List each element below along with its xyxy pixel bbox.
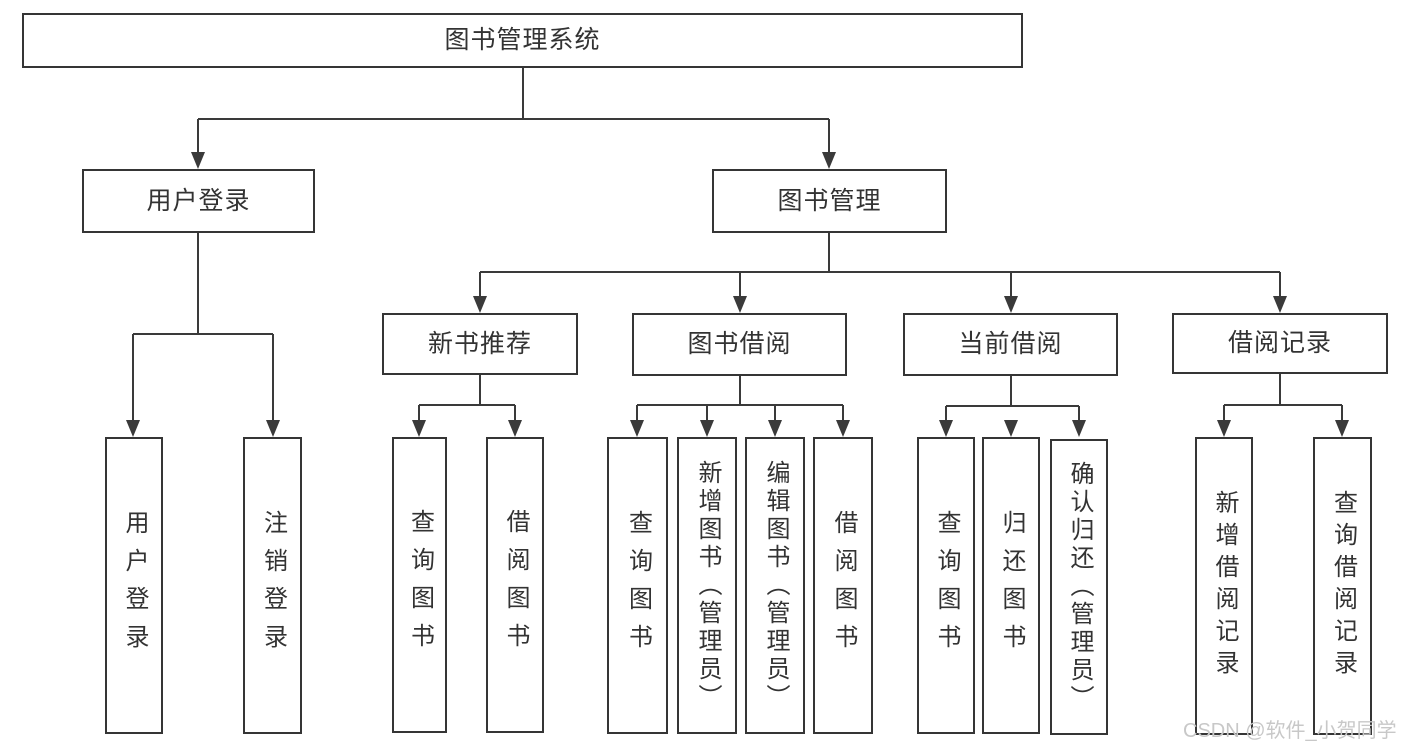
- leaf-user-login: 用户登录: [105, 437, 163, 734]
- leaf-nb-query-books: 查询图书: [392, 437, 447, 733]
- node-current-borrow: 当前借阅: [903, 313, 1118, 376]
- leaf-cb-confirm-return-admin: 确认归还（管理员）: [1050, 439, 1108, 735]
- leaf-cb-return-books: 归还图书: [982, 437, 1040, 734]
- node-borrow-records: 借阅记录: [1172, 313, 1388, 374]
- watermark-text: CSDN @软件_小贺同学: [1183, 720, 1397, 742]
- leaf-cb-query-books: 查询图书: [917, 437, 975, 734]
- node-book-management: 图书管理: [712, 169, 947, 233]
- tree-edges: [132, 68, 1343, 421]
- node-root: 图书管理系统: [22, 13, 1023, 68]
- leaf-br-query-record: 查询借阅记录: [1313, 437, 1372, 735]
- node-book-borrow: 图书借阅: [632, 313, 847, 376]
- leaf-bb-borrow-books: 借阅图书: [813, 437, 873, 734]
- leaf-logout-login: 注销登录: [243, 437, 302, 734]
- leaf-bb-add-books-admin: 新增图书（管理员）: [677, 437, 737, 734]
- node-new-book-recommend: 新书推荐: [382, 313, 578, 375]
- leaf-bb-edit-books-admin: 编辑图书（管理员）: [745, 437, 805, 734]
- leaf-bb-query-books: 查询图书: [607, 437, 668, 734]
- leaf-br-add-record: 新增借阅记录: [1195, 437, 1253, 735]
- leaf-nb-borrow-books: 借阅图书: [486, 437, 544, 733]
- node-user-login: 用户登录: [82, 169, 315, 233]
